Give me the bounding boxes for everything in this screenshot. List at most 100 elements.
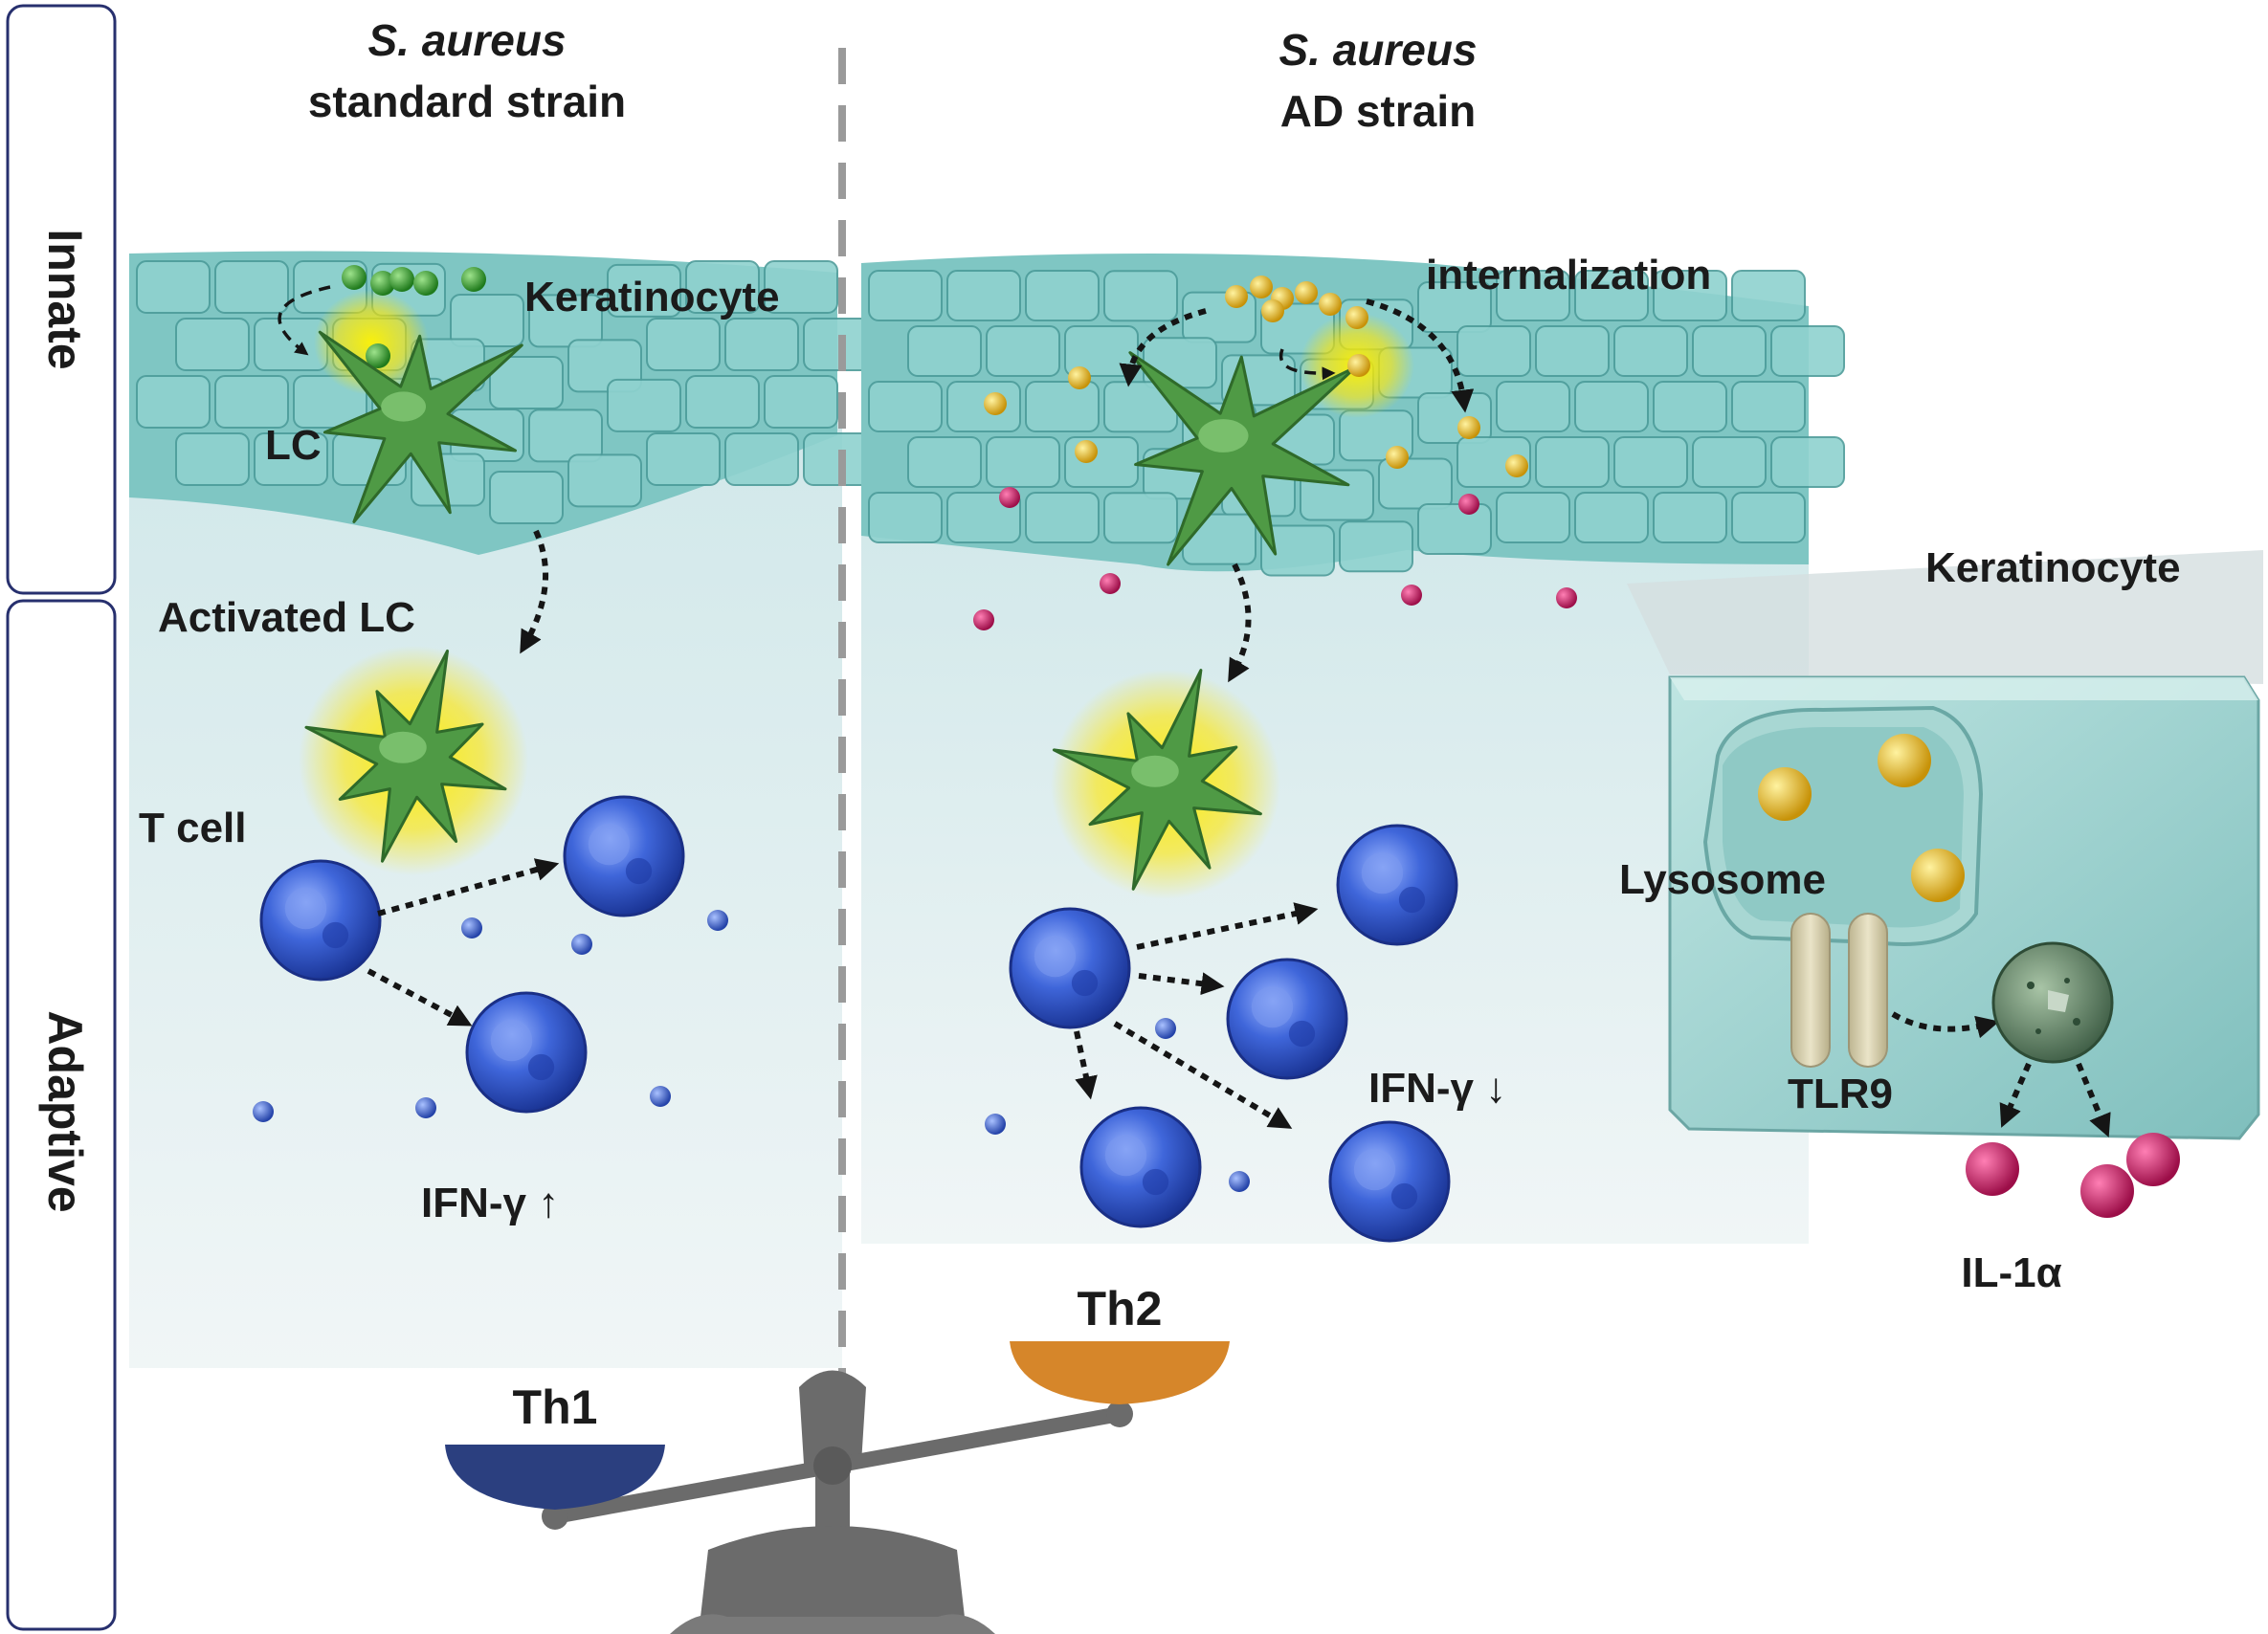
epidermal-cell bbox=[724, 318, 799, 371]
t-cell bbox=[563, 795, 685, 917]
adaptive-label: Adaptive bbox=[38, 1010, 92, 1212]
lc-cell-left bbox=[318, 330, 523, 523]
t-cells-left bbox=[259, 795, 685, 1114]
molecule bbox=[1556, 587, 1577, 608]
t-cell-arrow-r2 bbox=[1138, 972, 1225, 996]
epidermal-cell bbox=[1653, 381, 1727, 432]
epidermal-cell bbox=[1574, 381, 1649, 432]
left-keratinocyte-label: Keratinocyte bbox=[524, 274, 780, 320]
epidermal-cell bbox=[489, 355, 564, 409]
t-cells-right bbox=[1009, 824, 1458, 1243]
lysosome-label: Lysosome bbox=[1619, 856, 1826, 903]
epidermal-cell bbox=[1417, 391, 1492, 444]
inset-keratinocyte-label: Keratinocyte bbox=[1925, 544, 2181, 591]
il1a-label: IL-1α bbox=[1961, 1249, 2061, 1296]
zoom-wedge bbox=[1627, 550, 2263, 684]
molecule bbox=[1155, 1018, 1176, 1039]
epidermal-cell bbox=[1417, 502, 1492, 555]
epidermal-cell bbox=[868, 492, 943, 543]
activated-lc-right bbox=[1052, 669, 1262, 891]
epidermal-cell bbox=[1770, 436, 1845, 488]
epidermal-cell bbox=[1025, 492, 1100, 543]
molecule bbox=[1075, 440, 1098, 463]
molecule bbox=[1229, 1171, 1250, 1192]
balance-scale bbox=[542, 1370, 1133, 1634]
t-cell-arrow-r4 bbox=[1113, 1021, 1293, 1129]
left-bacteria bbox=[342, 265, 486, 368]
internalization-arrow-right bbox=[1366, 298, 1475, 413]
epidermal-cell bbox=[1535, 325, 1610, 377]
activated-lc-left bbox=[304, 649, 507, 863]
epidermal-cell bbox=[1260, 524, 1335, 577]
molecule bbox=[2080, 1164, 2134, 1218]
molecule bbox=[1068, 366, 1091, 389]
epidermal-cell bbox=[1692, 325, 1767, 377]
molecule bbox=[973, 609, 994, 630]
innate-label: Innate bbox=[38, 229, 92, 369]
t-cell bbox=[465, 991, 588, 1114]
epidermal-cell bbox=[136, 260, 211, 314]
molecule bbox=[1758, 767, 1812, 821]
molecule bbox=[1261, 299, 1284, 322]
t-cell-arrow-r1 bbox=[1136, 902, 1319, 950]
t-cell-arrow-1 bbox=[377, 858, 560, 916]
molecule bbox=[1878, 734, 1931, 787]
molecule bbox=[342, 265, 367, 290]
molecule bbox=[650, 1086, 671, 1107]
epidermal-cell bbox=[1064, 436, 1139, 488]
molecule bbox=[389, 267, 414, 292]
t-cell bbox=[1009, 907, 1131, 1029]
epidermal-cell bbox=[528, 294, 603, 348]
t-cell bbox=[1328, 1120, 1451, 1243]
epidermal-cell bbox=[646, 432, 721, 486]
molecule bbox=[1458, 494, 1479, 515]
epidermal-cell bbox=[868, 270, 943, 321]
epidermal-cell bbox=[1496, 381, 1570, 432]
epidermal-cell bbox=[986, 436, 1060, 488]
epidermal-cell bbox=[136, 375, 211, 429]
epidermal-cell bbox=[724, 432, 799, 486]
epidermal-cell bbox=[946, 270, 1021, 321]
left-title-species: S. aureus bbox=[367, 15, 566, 65]
left-ifn-label: IFN-γ ↑ bbox=[421, 1180, 559, 1226]
internalization-arrow-mid bbox=[1279, 348, 1336, 381]
right-ifn-label: IFN-γ ↓ bbox=[1368, 1065, 1506, 1112]
epidermal-cell bbox=[1574, 492, 1649, 543]
molecule bbox=[366, 343, 390, 368]
epidermal-cell bbox=[1535, 436, 1610, 488]
epidermal-cell bbox=[607, 378, 681, 432]
epidermal-cell bbox=[764, 375, 838, 429]
molecule bbox=[985, 1114, 1006, 1135]
epidermal-cell bbox=[567, 339, 642, 393]
molecule bbox=[707, 910, 728, 931]
tlr9-signal-arrow bbox=[1891, 1011, 2000, 1039]
epidermal-cell bbox=[946, 381, 1021, 432]
epidermal-cell bbox=[1025, 381, 1100, 432]
epidermal-cell bbox=[1692, 436, 1767, 488]
tlr9-receptors bbox=[1790, 913, 1888, 1068]
molecule bbox=[1401, 585, 1422, 606]
epidermal-cell bbox=[175, 318, 250, 371]
molecule bbox=[571, 934, 592, 955]
molecule bbox=[2126, 1133, 2180, 1186]
epidermal-cell bbox=[868, 381, 943, 432]
molecule bbox=[1295, 281, 1318, 304]
t-cell bbox=[1336, 824, 1458, 946]
molecule bbox=[1911, 849, 1965, 902]
epidermal-cell bbox=[1103, 270, 1178, 322]
right-bacteria bbox=[973, 276, 1577, 630]
lysosome-vesicle bbox=[1702, 705, 1984, 946]
epidermal-cell bbox=[214, 375, 289, 429]
side-label-adaptive: Adaptive bbox=[6, 599, 117, 1631]
lc-cell-right bbox=[1128, 351, 1357, 566]
th2-pan bbox=[1010, 1341, 1230, 1404]
tlr9-label: TLR9 bbox=[1788, 1071, 1893, 1117]
right-title-strain: AD strain bbox=[1280, 86, 1476, 136]
molecule bbox=[461, 267, 486, 292]
il1a-molecules bbox=[1966, 1133, 2180, 1218]
t-cell bbox=[259, 859, 382, 982]
epidermal-cell bbox=[907, 325, 982, 377]
cytokines-left bbox=[253, 910, 728, 1122]
epidermal-cell bbox=[907, 436, 982, 488]
